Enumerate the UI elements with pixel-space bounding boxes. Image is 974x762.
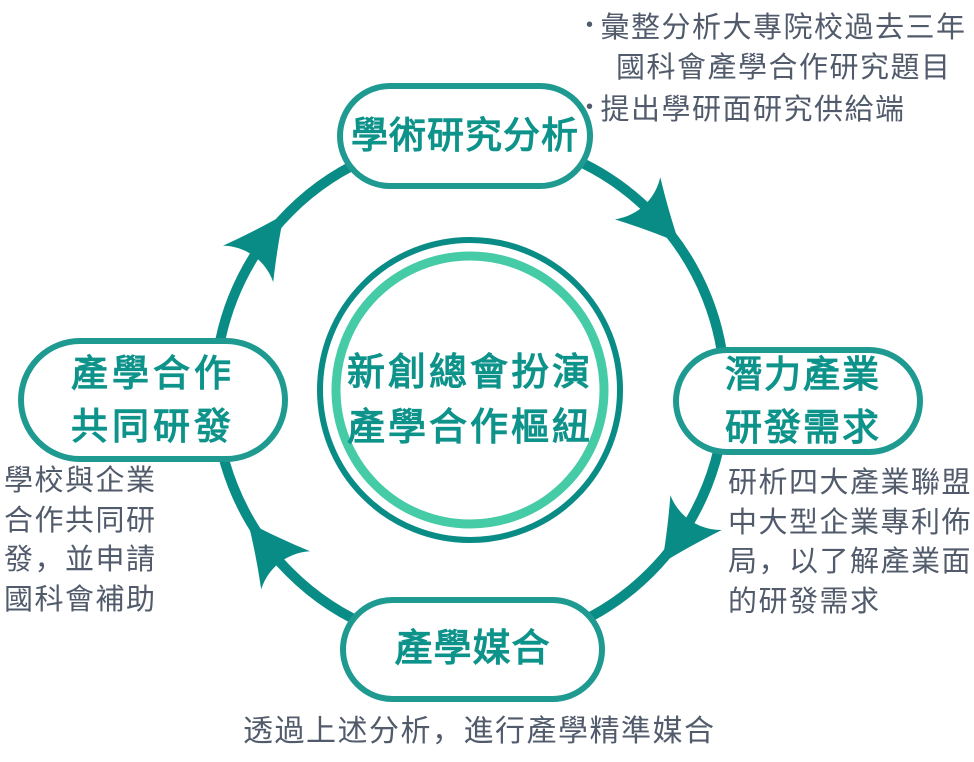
annotation-text: 學校與企業 (4, 465, 157, 497)
arrow-bottom-right-icon (661, 495, 722, 564)
annotation-text: 的研發需求 (728, 585, 881, 618)
node-label-line2: 研發需求 (725, 407, 881, 448)
node-industry-academia-joint-rd: 產學合作 共同研發 (18, 338, 288, 462)
hub-inner-circle (331, 251, 609, 529)
node-label: 產學媒合 (394, 628, 551, 671)
annotation-text: 合作共同研 (4, 504, 157, 537)
annotation-top-right: •彙整分析大專院校過去三年 國科會產學合作研究題目 •提出學研面研究供給端 (586, 6, 967, 131)
annotation-text: 彙整分析大專院校過去三年 (600, 12, 967, 44)
annotation-text: 提出學研面研究供給端 (600, 94, 906, 126)
annotation-line: 國科會產學合作研究題目 (586, 49, 967, 89)
node-label: 學術研究分析 (351, 115, 579, 157)
annotation-text: 研析四大產業聯盟 (728, 467, 973, 499)
node-academic-research-analysis: 學術研究分析 (337, 83, 593, 189)
bullet-icon: • (586, 96, 595, 118)
annotation-line: •彙整分析大專院校過去三年 (586, 6, 967, 49)
annotation-bottom: 透過上述分析，進行產學精準媒合 (243, 712, 716, 752)
annotation-left: 學校與企業 合作共同研 發，並申請 國科會補助 (4, 462, 157, 620)
annotation-right: 研析四大產業聯盟 中大型企業專利佈 局，以了解產業面 的研發需求 (728, 464, 972, 622)
annotation-text: 中大型企業專利佈 (728, 506, 973, 539)
arrow-top-left-icon (223, 214, 284, 283)
arrow-top-right-icon (614, 177, 680, 243)
node-label-line1: 產學合作 (71, 352, 235, 394)
hub-label-line1: 新創總會扮演 (346, 352, 593, 394)
annotation-text: 透過上述分析，進行產學精準媒合 (243, 715, 716, 748)
node-industry-academia-matching: 產學媒合 (340, 597, 605, 702)
annotation-text: 國科會補助 (4, 583, 157, 616)
hub-label: 新創總會扮演 產學合作樞紐 (320, 346, 620, 456)
node-label-line2: 共同研發 (71, 406, 235, 447)
hub-label-line2: 產學合作樞紐 (346, 407, 593, 449)
annotation-text: 國科會產學合作研究題目 (616, 51, 952, 84)
annotation-text: 局，以了解產業面 (728, 546, 973, 578)
node-potential-industry-rd-demand: 潛力產業 研發需求 (673, 347, 923, 455)
annotation-text: 發，並申請 (4, 544, 157, 576)
arrow-bottom-left-icon (248, 522, 311, 590)
bullet-icon: • (586, 14, 595, 36)
node-label-line1: 潛力產業 (725, 353, 881, 395)
annotation-line: •提出學研面研究供給端 (586, 88, 967, 131)
hub-outer-circle (317, 237, 623, 543)
